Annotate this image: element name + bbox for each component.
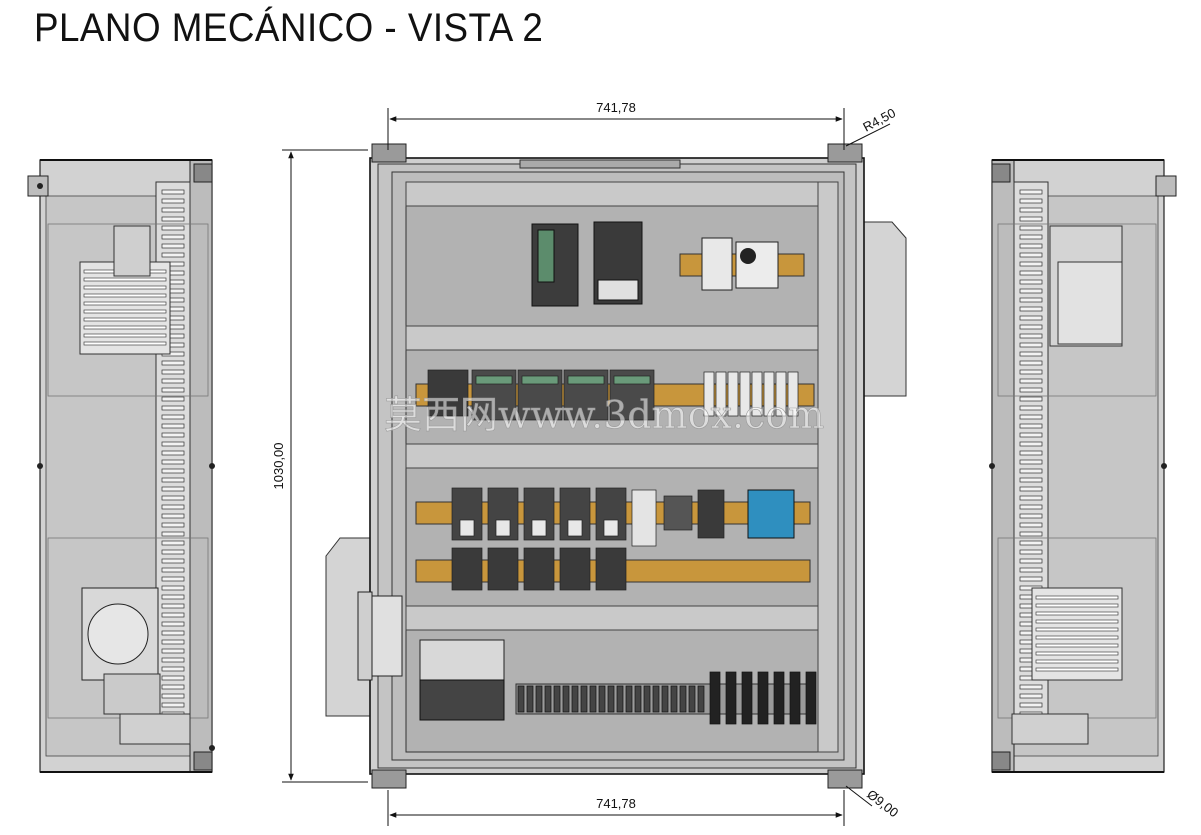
drawing-title: PLANO MECÁNICO - VISTA 2 [34,6,544,50]
front-view [325,143,907,789]
dim-width-bottom: 741,78 [596,796,636,811]
dim-hole: Ø9,00 [864,787,901,821]
terminal-blocks [517,671,817,725]
watermark-text: 莫西网www.3dmox.com [384,393,824,437]
dimension-lines [282,108,891,826]
dim-width-top: 741,78 [596,100,636,115]
plc-modules [427,369,799,421]
right-side-view [989,159,1177,773]
left-side-view [27,159,215,773]
contactor-modules [451,487,725,591]
dim-radius: R4,50 [860,105,898,135]
dim-height: 1030,00 [271,443,286,490]
